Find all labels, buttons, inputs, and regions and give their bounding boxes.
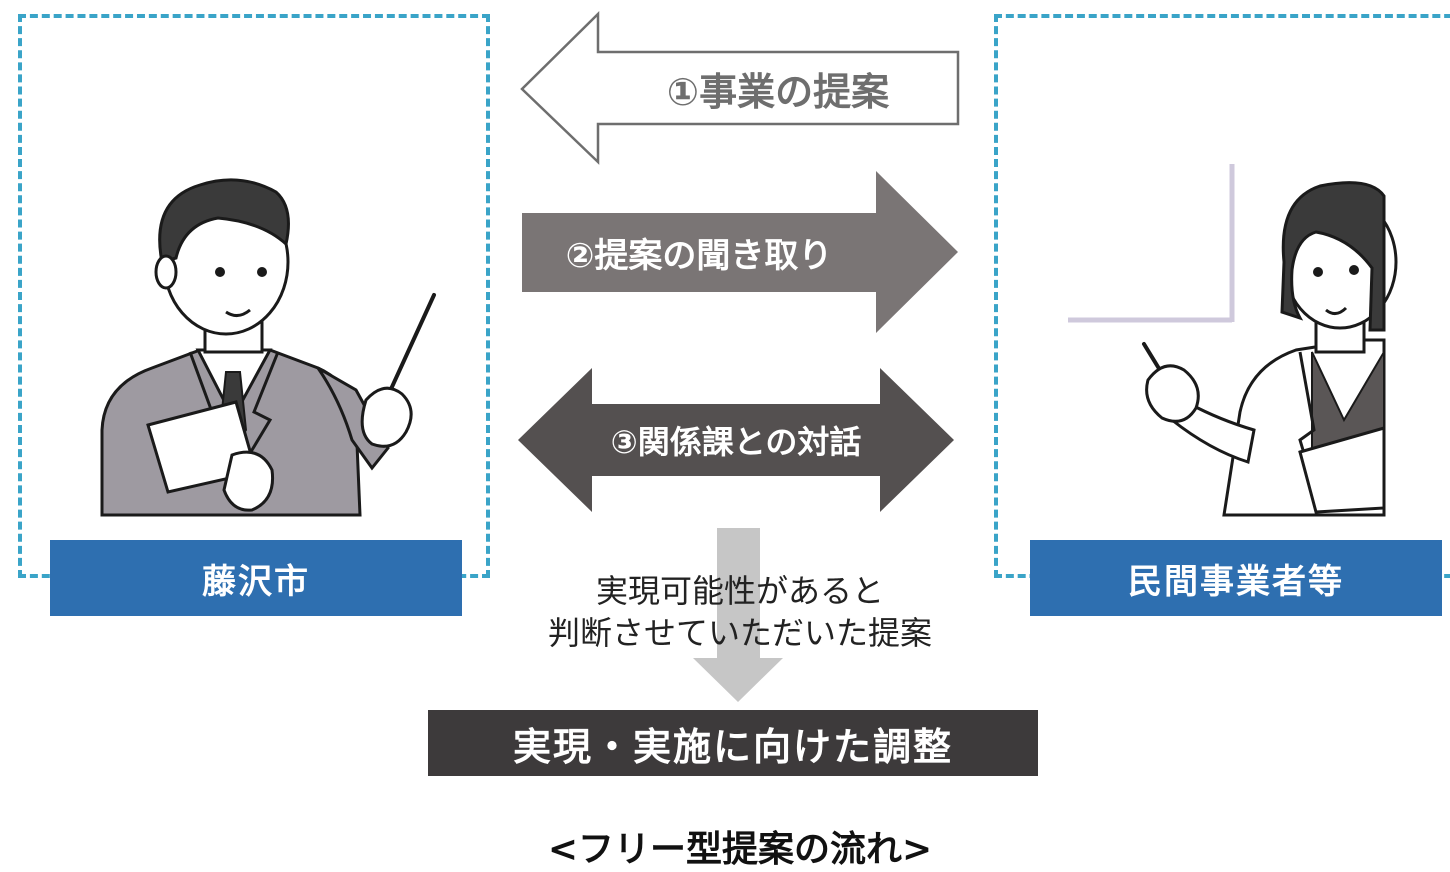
feasibility-note-line-2: 判断させていただいた提案: [547, 614, 932, 652]
step3-arrow: [518, 368, 954, 512]
step1-arrow: [520, 11, 960, 165]
woman-with-pointer-icon: [1068, 164, 1398, 517]
result-box: 実現・実施に向けた調整: [428, 710, 1038, 776]
city-label: 藤沢市: [50, 540, 462, 616]
feasibility-note-line-1: 実現可能性があると: [595, 572, 884, 610]
down-arrow: [693, 528, 783, 702]
step3-label: ③関係課との対話: [610, 423, 862, 461]
step2-label: ②提案の聞き取り: [565, 236, 833, 276]
feasibility-note: 実現可能性があると 判断させていただいた提案: [470, 570, 1010, 654]
business-label: 民間事業者等: [1030, 540, 1442, 616]
diagram-caption: <フリー型提案の流れ>: [547, 829, 933, 870]
step1-label: ①事業の提案: [666, 69, 890, 114]
man-with-pointer-icon: [100, 178, 436, 517]
step2-arrow: [522, 171, 958, 333]
